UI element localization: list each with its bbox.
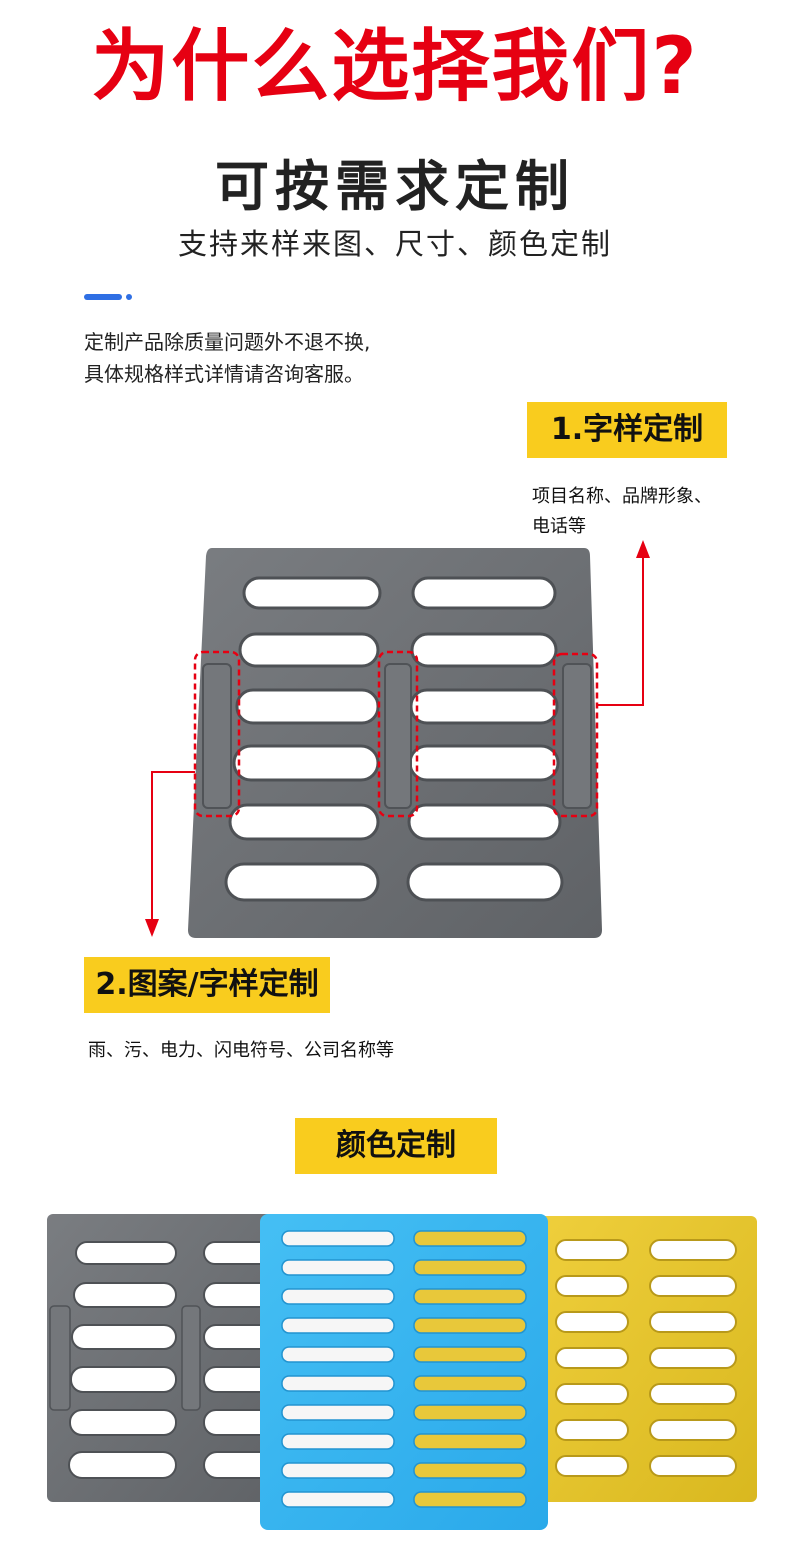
color-custom-tag: 颜色定制	[295, 1118, 497, 1174]
arrow-down-icon	[145, 771, 195, 937]
policy-notice: 定制产品除质量问题外不退不换, 具体规格样式详情请咨询客服。	[84, 326, 584, 390]
accent-dot	[126, 294, 132, 300]
desc-line: 项目名称、品牌形象、	[532, 486, 712, 507]
hero-title: 为什么选择我们?	[91, 22, 699, 112]
pattern-custom-tag: 2.图案/字样定制	[84, 957, 330, 1013]
section-subheading: 支持来样来图、尺寸、颜色定制	[177, 227, 612, 261]
arrow-up-icon	[598, 540, 650, 706]
color-grates	[47, 1214, 757, 1530]
notice-line: 定制产品除质量问题外不退不换,	[84, 330, 371, 354]
gray-grate	[47, 1214, 292, 1502]
blue-grate	[260, 1214, 548, 1530]
desc-line: 电话等	[532, 516, 586, 537]
gray-grate-main	[188, 548, 602, 938]
text-custom-tag: 1.字样定制	[527, 402, 727, 458]
accent-bar	[84, 294, 122, 300]
yellow-grate	[535, 1216, 757, 1502]
notice-line: 具体规格样式详情请咨询客服。	[84, 362, 364, 386]
text-custom-desc: 项目名称、品牌形象、 电话等	[532, 482, 772, 542]
section-heading: 可按需求定制	[215, 155, 575, 218]
pattern-custom-desc: 雨、污、电力、闪电符号、公司名称等	[88, 1040, 394, 1061]
